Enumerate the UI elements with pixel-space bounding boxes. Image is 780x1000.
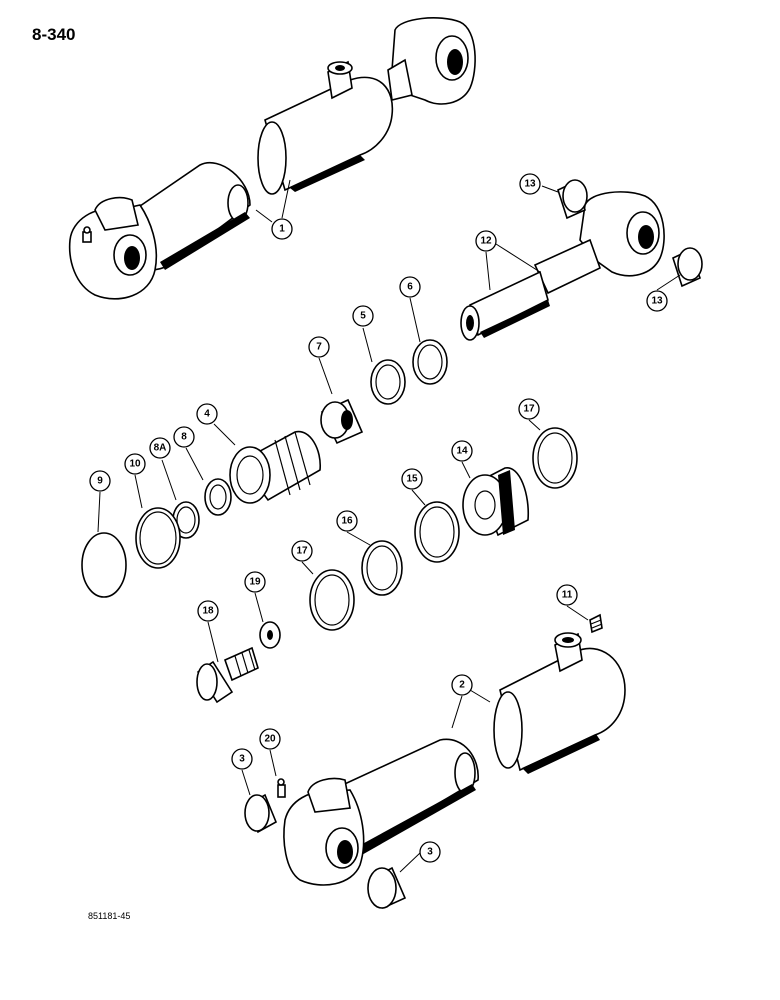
callout-18: 18 (197, 600, 219, 622)
seal-6 (412, 339, 448, 385)
ring-16 (361, 540, 403, 596)
bushing-3-upper (244, 793, 278, 834)
svg-text:17: 17 (296, 546, 308, 557)
callout-2: 2 (451, 674, 473, 696)
callout-19: 19 (244, 571, 266, 593)
svg-text:1: 1 (279, 224, 285, 235)
callout-11: 11 (556, 584, 578, 606)
svg-text:13: 13 (524, 179, 536, 190)
ring-15 (414, 501, 460, 563)
callout-8a: 8A (149, 437, 171, 459)
seal-8 (204, 478, 232, 516)
ring-5 (370, 359, 406, 405)
svg-text:2: 2 (459, 680, 465, 691)
svg-text:11: 11 (562, 590, 573, 601)
callout-12: 12 (475, 230, 497, 252)
figure-code: 851181-45 (88, 911, 130, 921)
svg-text:16: 16 (341, 516, 353, 527)
callout-17-upper: 17 (518, 398, 540, 420)
washer-19 (259, 621, 281, 649)
ring-17-lower (309, 569, 355, 631)
svg-text:8: 8 (181, 432, 187, 443)
svg-text:9: 9 (97, 476, 103, 487)
page-number: 8-340 (32, 25, 75, 44)
svg-text:3: 3 (427, 847, 433, 858)
callout-3-upper: 3 (231, 748, 253, 770)
callout-6: 6 (399, 276, 421, 298)
svg-text:6: 6 (407, 282, 413, 293)
callout-15: 15 (401, 468, 423, 490)
svg-text:17: 17 (523, 404, 535, 415)
wear-ring-7 (320, 398, 364, 445)
svg-text:19: 19 (249, 577, 261, 588)
callout-5: 5 (352, 305, 374, 327)
bushing-13-lower (672, 247, 703, 288)
callout-13-lower: 13 (646, 290, 668, 312)
callout-10: 10 (124, 453, 146, 475)
svg-text:3: 3 (239, 754, 245, 765)
cylinder-barrel-bottom (283, 632, 626, 886)
svg-text:8A: 8A (154, 443, 167, 454)
cylinder-assembly-top (68, 17, 476, 300)
svg-text:14: 14 (456, 446, 468, 457)
callout-7: 7 (308, 336, 330, 358)
svg-text:13: 13 (651, 296, 663, 307)
callout-4: 4 (196, 403, 218, 425)
callout-14: 14 (451, 440, 473, 462)
plug-11 (589, 613, 603, 634)
callout-16: 16 (336, 510, 358, 532)
svg-text:18: 18 (202, 606, 214, 617)
callout-20: 20 (259, 728, 281, 750)
ring-10 (135, 507, 181, 569)
callout-17-lower: 17 (291, 540, 313, 562)
leader-lines (97, 179, 681, 873)
callout-13-upper: 13 (519, 173, 541, 195)
grease-fitting-20 (277, 778, 286, 798)
gland-4 (229, 430, 321, 504)
callout-3-lower: 3 (419, 841, 441, 863)
bolt-18 (196, 646, 259, 704)
piston-14 (462, 467, 530, 537)
callout-8: 8 (173, 426, 195, 448)
svg-text:15: 15 (406, 474, 418, 485)
svg-text:20: 20 (264, 734, 276, 745)
o-ring-9 (81, 532, 127, 598)
callout-9: 9 (89, 470, 111, 492)
callout-1: 1 (271, 218, 293, 240)
svg-text:4: 4 (204, 409, 210, 420)
ring-17-upper (532, 427, 578, 489)
svg-text:7: 7 (316, 342, 322, 353)
svg-text:12: 12 (480, 236, 492, 247)
bushing-13-upper (557, 179, 588, 220)
bushing-3-lower (367, 866, 407, 910)
svg-text:10: 10 (129, 459, 141, 470)
rod-assembly (460, 191, 665, 341)
svg-text:5: 5 (360, 311, 366, 322)
